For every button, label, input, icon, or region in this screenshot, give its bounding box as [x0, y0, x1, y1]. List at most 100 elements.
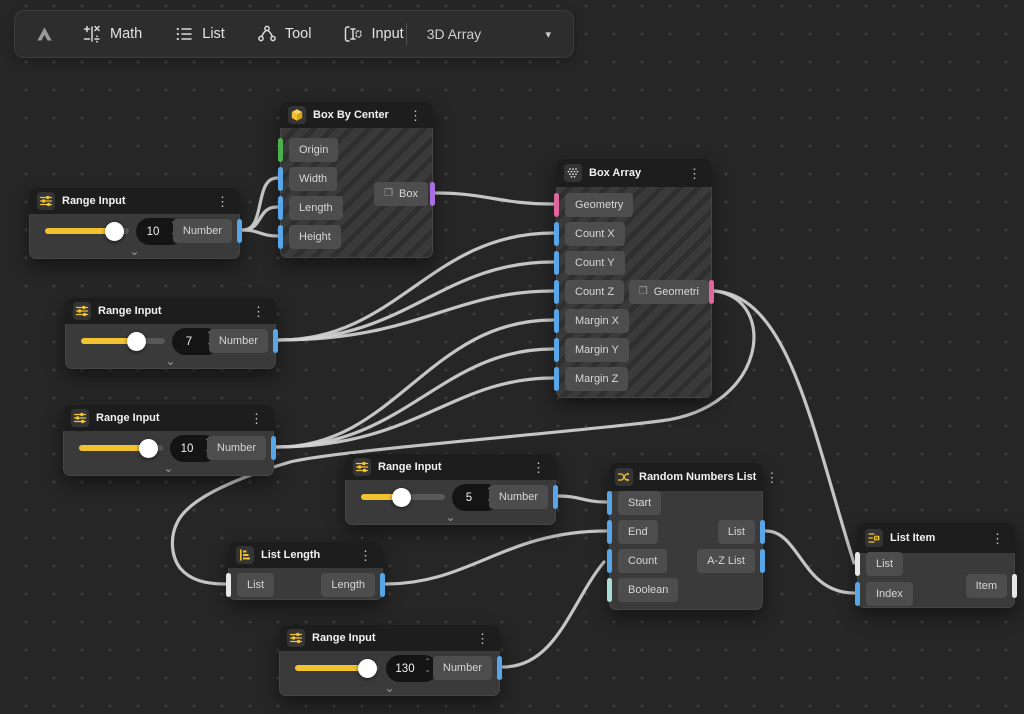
kebab-menu-icon[interactable]: ⋮ — [252, 303, 265, 319]
port-in-origin[interactable] — [278, 138, 283, 162]
port-in-boolean[interactable] — [607, 578, 612, 602]
port-in-list[interactable] — [226, 573, 231, 597]
node-header: Box Array ⋮ — [556, 159, 712, 187]
node-header: Range Input ⋮ — [279, 625, 500, 651]
port-out-geometry[interactable] — [709, 280, 714, 304]
spinner-down-icon[interactable]: ⌄ — [424, 664, 431, 674]
node-range-input-1[interactable]: Range Input ⋮ 10 ⌃⌄ Number ⌄ — [29, 188, 242, 259]
output-chip-geometry: ❒ Geometri — [628, 280, 709, 304]
port-in-height[interactable] — [278, 225, 283, 249]
wire-geometry-listitem-list[interactable] — [713, 289, 856, 565]
node-box-array[interactable]: Box Array ⋮ Geometry Count X Count Y Cou… — [554, 159, 714, 398]
node-range-input-4[interactable]: Range Input ⋮ 5 ⌃⌄ Number ⌄ — [345, 454, 558, 525]
output-chip-az-list: A-Z List — [697, 549, 755, 573]
kebab-menu-icon[interactable]: ⋮ — [765, 469, 779, 485]
collapse-chevron-icon[interactable]: ⌄ — [445, 510, 456, 524]
node-title: Box Array — [589, 167, 642, 179]
menu-item-math[interactable]: Math — [82, 24, 142, 44]
node-range-input-5[interactable]: Range Input ⋮ 130 ⌃⌄ Number ⌄ — [279, 625, 502, 696]
output-label: Geometri — [653, 286, 699, 298]
slider-knob[interactable] — [358, 659, 377, 678]
node-box-by-center[interactable]: Box By Center ⋮ Origin Width Length Heig… — [278, 102, 435, 258]
port-out-number[interactable] — [497, 656, 502, 680]
wire-range3-marginy[interactable] — [275, 347, 555, 449]
port-in-count[interactable] — [607, 549, 612, 573]
wire-range4-start[interactable] — [557, 494, 608, 504]
wire-range1-width[interactable] — [241, 176, 279, 232]
port-in-end[interactable] — [607, 520, 612, 544]
app-logo[interactable] — [35, 25, 54, 44]
menu-item-list[interactable]: List — [174, 24, 225, 44]
wire-range5-count[interactable] — [501, 560, 606, 669]
kebab-menu-icon[interactable]: ⋮ — [359, 547, 372, 563]
menu-item-tool[interactable]: Tool — [257, 24, 311, 44]
node-range-input-2[interactable]: Range Input ⋮ 7 ⌃⌄ Number ⌄ — [65, 298, 278, 369]
wire-range2-countx[interactable] — [277, 231, 555, 342]
menu-label: Input — [371, 26, 404, 42]
node-range-input-3[interactable]: Range Input ⋮ 10 ⌃⌄ Number ⌄ — [63, 405, 276, 476]
slider-knob[interactable] — [139, 439, 158, 458]
output-chip-number: Number — [208, 329, 268, 353]
wire-length-end[interactable] — [384, 529, 608, 586]
port-out-box[interactable] — [430, 182, 435, 206]
wire-range2-county[interactable] — [277, 260, 555, 342]
preset-dropdown[interactable]: 3D Array ▾ — [421, 11, 553, 57]
port-in-length[interactable] — [278, 196, 283, 220]
kebab-menu-icon[interactable]: ⋮ — [216, 193, 229, 209]
collapse-chevron-icon[interactable]: ⌄ — [165, 354, 176, 368]
port-out-az-list[interactable] — [760, 549, 765, 573]
slider-knob[interactable] — [127, 332, 146, 351]
port-in-geometry[interactable] — [554, 193, 559, 217]
kebab-menu-icon[interactable]: ⋮ — [409, 107, 422, 123]
port-in-list[interactable] — [855, 552, 860, 576]
wire-range3-marginz[interactable] — [275, 376, 555, 449]
wire-box-geometry[interactable] — [434, 191, 555, 206]
port-in-index[interactable] — [855, 582, 860, 606]
output-label: Box — [399, 188, 418, 200]
wire-range3-marginx[interactable] — [275, 318, 555, 449]
value-spinner[interactable]: 130 ⌃⌄ — [386, 655, 438, 682]
port-out-number[interactable] — [271, 436, 276, 460]
wire-range2-countz[interactable] — [277, 289, 555, 342]
port-in-margin-z[interactable] — [554, 367, 559, 391]
port-out-number[interactable] — [273, 329, 278, 353]
port-in-margin-y[interactable] — [554, 338, 559, 362]
menu-item-input[interactable]: Input — [343, 24, 404, 44]
port-in-width[interactable] — [278, 167, 283, 191]
node-header: N List Item ⋮ — [857, 523, 1015, 553]
slider-knob[interactable] — [105, 222, 124, 241]
kebab-menu-icon[interactable]: ⋮ — [250, 410, 263, 426]
slider-knob[interactable] — [392, 488, 411, 507]
node-random-numbers-list[interactable]: Random Numbers List ⋮ Start End Count Bo… — [607, 463, 778, 610]
port-out-length[interactable] — [380, 573, 385, 597]
wire-range1-height[interactable] — [241, 228, 279, 238]
port-in-count-z[interactable] — [554, 280, 559, 304]
node-list-length[interactable]: List Length ⋮ List Length — [226, 542, 385, 600]
port-out-item[interactable] — [1012, 574, 1017, 598]
port-in-count-x[interactable] — [554, 222, 559, 246]
wire-randomlist-index[interactable] — [764, 529, 856, 595]
spinner-arrows[interactable]: ⌃⌄ — [424, 658, 431, 673]
port-in-start[interactable] — [607, 491, 612, 515]
kebab-menu-icon[interactable]: ⋮ — [532, 459, 545, 475]
port-out-list[interactable] — [760, 520, 765, 544]
input-chip-margin-y: Margin Y — [565, 338, 629, 362]
kebab-menu-icon[interactable]: ⋮ — [991, 530, 1004, 546]
port-out-number[interactable] — [237, 219, 242, 243]
collapse-chevron-icon[interactable]: ⌄ — [129, 244, 140, 258]
spinner-up-icon[interactable]: ⌃ — [424, 657, 431, 666]
input-chip-margin-x: Margin X — [565, 309, 630, 333]
port-out-number[interactable] — [553, 485, 558, 509]
box-chip-icon: ❒ — [638, 286, 648, 297]
wire-geometry-listlength-list[interactable] — [170, 289, 756, 586]
port-in-count-y[interactable] — [554, 251, 559, 275]
kebab-menu-icon[interactable]: ⋮ — [476, 630, 489, 646]
port-in-margin-x[interactable] — [554, 309, 559, 333]
kebab-menu-icon[interactable]: ⋮ — [688, 165, 701, 181]
node-list-item[interactable]: N List Item ⋮ List Index Item — [855, 523, 1017, 608]
collapse-chevron-icon[interactable]: ⌄ — [163, 461, 174, 475]
spinner-value: 130 — [395, 662, 415, 675]
collapse-chevron-icon[interactable]: ⌄ — [384, 681, 395, 695]
